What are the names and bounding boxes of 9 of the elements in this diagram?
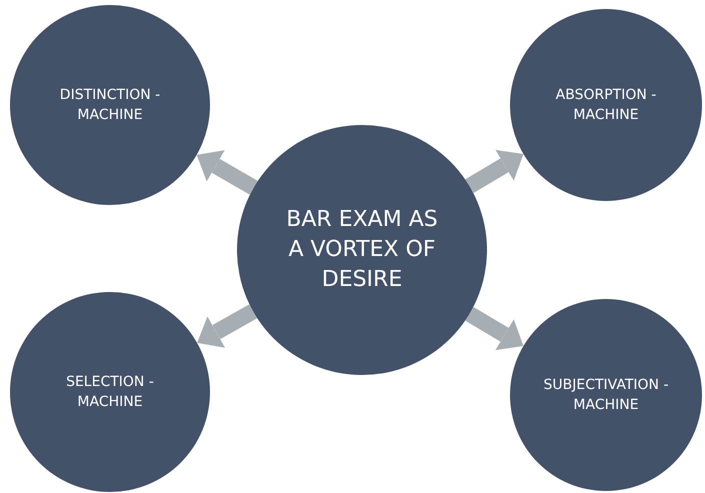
circle-label: ABSORPTION -MACHINE xyxy=(554,86,658,125)
circle-label: DISTINCTION -MACHINE xyxy=(58,86,162,125)
arrow xyxy=(465,306,524,350)
circle-label: SELECTION -MACHINE xyxy=(65,373,155,412)
arrow xyxy=(465,150,524,194)
circle-label: BAR EXAM AS A VORTEX OF DESIRE xyxy=(285,206,439,294)
circle-label: SUBJECTIVATION -MACHINE xyxy=(542,376,670,415)
arrow xyxy=(197,304,258,348)
arrow xyxy=(196,150,258,195)
